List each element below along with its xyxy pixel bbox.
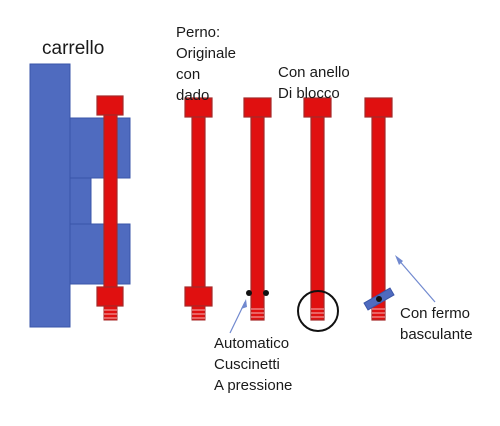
automatico-line: A pressione [214, 377, 293, 394]
pin-shaft [191, 116, 206, 288]
bearing-ball-right [263, 290, 269, 296]
pin-head [243, 97, 272, 118]
automatico-label: Automatico Cuscinetti A pressione [214, 333, 292, 396]
latch-pivot [376, 296, 382, 302]
mounted-pin [96, 95, 124, 321]
carriage-middle-bracket [69, 177, 92, 225]
bearing-ball-left [246, 290, 252, 296]
pin-con-anello [297, 97, 339, 332]
pin-con-fermo [363, 97, 395, 321]
carriage [29, 63, 131, 328]
anello-line: Di blocco [278, 85, 340, 102]
pin-automatico [243, 97, 272, 321]
automatico-line: Automatico [214, 335, 290, 352]
pin-shaft [310, 116, 325, 321]
fermo-line: basculante [400, 326, 473, 343]
perno-line: Perno: [176, 24, 221, 41]
carriage-lower-bracket [69, 223, 131, 285]
perno-line: dado [176, 87, 210, 104]
automatico-line: Cuscinetti [214, 356, 280, 373]
pin-shaft [250, 116, 265, 321]
pin-shaft [371, 116, 386, 321]
perno-label: Perno: Originale con dado [176, 22, 236, 106]
fermo-line: Con fermo [400, 305, 471, 322]
anello-line: Con anello [278, 64, 350, 81]
perno-line: Originale [176, 45, 237, 62]
anello-label: Con anello Di blocco [278, 62, 350, 104]
pin-nut [184, 286, 213, 307]
perno-line: con [176, 66, 201, 83]
arrowhead-icon [241, 299, 247, 309]
carrello-label: carrello [42, 38, 104, 60]
mounted-pin-nut [96, 286, 124, 307]
fermo-label: Con fermo basculante [400, 303, 473, 345]
pin-head [364, 97, 393, 118]
locking-ring [297, 290, 339, 332]
pointer-arrows [229, 255, 436, 334]
arrowhead-icon [395, 255, 403, 265]
carrello-text: carrello [42, 38, 105, 59]
mounted-pin-shaft [103, 114, 118, 288]
pin-con-dado [184, 97, 213, 321]
carriage-upper-bracket [69, 117, 131, 179]
mounted-pin-head [96, 95, 124, 116]
arrow-fermo [396, 257, 436, 303]
carriage-plate [29, 63, 71, 328]
